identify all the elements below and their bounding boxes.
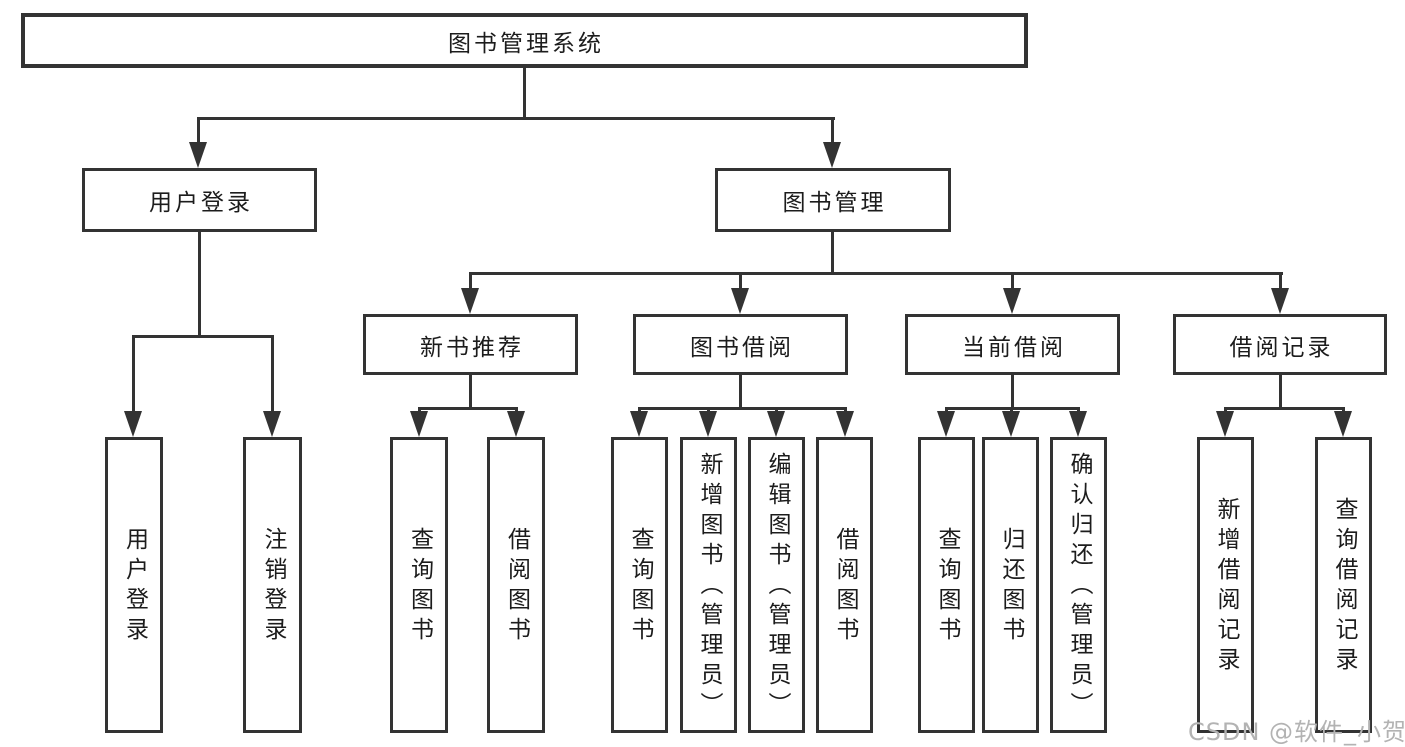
arrow-down xyxy=(124,411,142,437)
arrow-down xyxy=(461,288,479,314)
connector-line xyxy=(739,272,742,290)
connector-line xyxy=(844,407,847,413)
arrow-down xyxy=(699,411,717,437)
node-book-management: 图书管理 xyxy=(715,168,951,232)
connector-line xyxy=(707,407,710,413)
connector-line xyxy=(1010,407,1013,413)
node-user-login: 用户登录 xyxy=(82,168,317,232)
connector-line xyxy=(198,230,201,337)
arrow-down xyxy=(767,411,785,437)
arrow-down xyxy=(1002,411,1020,437)
leaf-query-books-borrowing: 查询图书 xyxy=(611,437,668,733)
arrow-down xyxy=(263,411,281,437)
connector-line xyxy=(515,407,518,413)
leaf-query-books-current: 查询图书 xyxy=(918,437,975,733)
connector-line xyxy=(1011,272,1014,290)
connector-line xyxy=(638,407,641,413)
leaf-add-books-admin: 新增图书（管理员） xyxy=(680,437,737,733)
arrow-down xyxy=(937,411,955,437)
connector-line xyxy=(523,66,526,119)
connector-line xyxy=(418,407,518,410)
connector-line xyxy=(831,230,834,274)
arrow-down xyxy=(731,288,749,314)
connector-line xyxy=(132,335,135,413)
leaf-query-borrow-record: 查询借阅记录 xyxy=(1315,437,1372,733)
connector-line xyxy=(1077,407,1080,413)
node-root: 图书管理系统 xyxy=(21,13,1028,68)
connector-line xyxy=(1224,407,1227,413)
connector-line xyxy=(1279,272,1282,290)
arrow-down xyxy=(1069,411,1087,437)
connector-line xyxy=(945,407,948,413)
leaf-edit-books-admin: 编辑图书（管理员） xyxy=(748,437,805,733)
connector-line xyxy=(638,407,846,410)
arrow-down xyxy=(1216,411,1234,437)
connector-line xyxy=(1224,407,1345,410)
arrow-down xyxy=(823,142,841,168)
leaf-add-borrow-record: 新增借阅记录 xyxy=(1197,437,1254,733)
watermark: CSDN @软件_小贺同学 xyxy=(1188,718,1405,746)
arrow-down xyxy=(189,142,207,168)
connector-line xyxy=(469,272,472,290)
connector-line xyxy=(271,335,274,413)
connector-line xyxy=(1279,373,1282,409)
connector-line xyxy=(418,407,421,413)
leaf-logout-login: 注销登录 xyxy=(243,437,302,733)
connector-line xyxy=(831,117,834,145)
leaf-return-books: 归还图书 xyxy=(982,437,1039,733)
arrow-down xyxy=(836,411,854,437)
leaf-user-login: 用户登录 xyxy=(105,437,163,733)
connector-line xyxy=(1011,373,1014,409)
leaf-query-books-recommend: 查询图书 xyxy=(390,437,448,733)
node-book-borrowing: 图书借阅 xyxy=(633,314,848,375)
node-borrow-records: 借阅记录 xyxy=(1173,314,1387,375)
connector-line xyxy=(739,373,742,409)
node-current-borrowing: 当前借阅 xyxy=(905,314,1120,375)
leaf-borrow-books-borrowing: 借阅图书 xyxy=(816,437,873,733)
node-new-book-recommend: 新书推荐 xyxy=(363,314,578,375)
arrow-down xyxy=(630,411,648,437)
connector-line xyxy=(469,272,1283,275)
connector-line xyxy=(197,117,200,145)
connector-line xyxy=(775,407,778,413)
arrow-down xyxy=(1003,288,1021,314)
connector-line xyxy=(132,335,273,338)
arrow-down xyxy=(507,411,525,437)
arrow-down xyxy=(1271,288,1289,314)
connector-line xyxy=(1342,407,1345,413)
arrow-down xyxy=(1334,411,1352,437)
connector-line xyxy=(469,373,472,409)
leaf-borrow-books-recommend: 借阅图书 xyxy=(487,437,545,733)
leaf-confirm-return-admin: 确认归还（管理员） xyxy=(1050,437,1107,733)
arrow-down xyxy=(410,411,428,437)
connector-line xyxy=(197,117,835,120)
